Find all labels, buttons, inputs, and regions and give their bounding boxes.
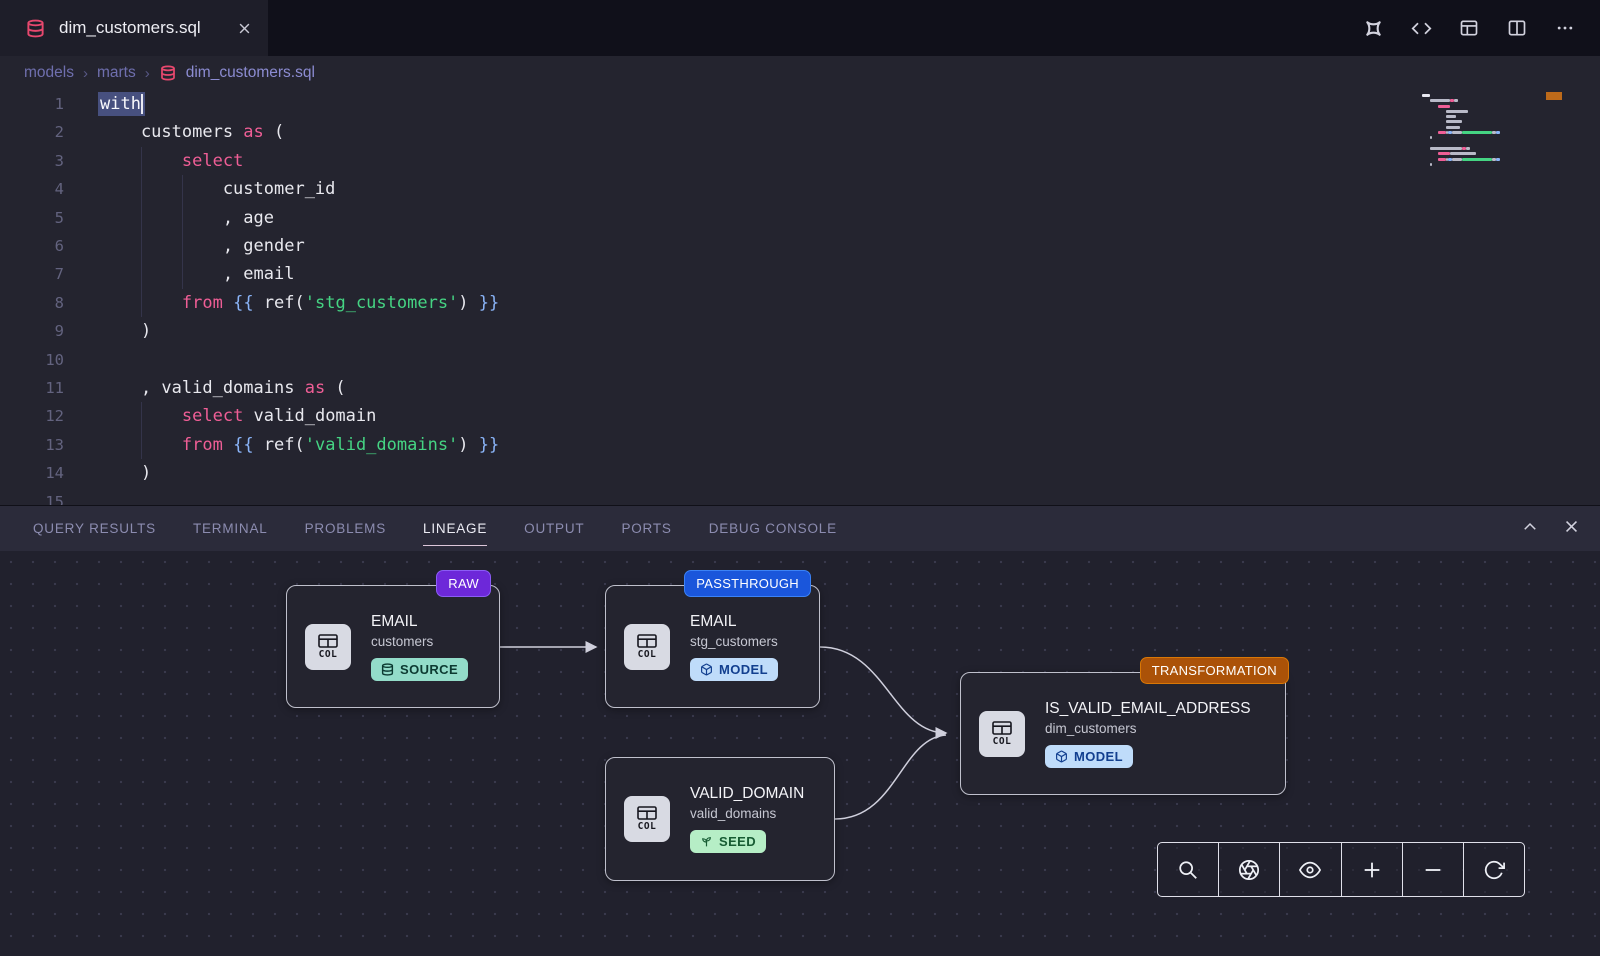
node-badge[interactable]: SEED (690, 830, 766, 853)
column-icon: COL (305, 624, 351, 670)
column-icon: COL (624, 796, 670, 842)
code-editor[interactable]: 123456789101112131415 with customers as … (0, 90, 1600, 505)
lineage-node[interactable]: RAWCOLEMAILcustomersSOURCE (286, 585, 500, 708)
line-number: 10 (0, 346, 64, 374)
code-line: ) (100, 317, 1600, 345)
column-icon: COL (624, 624, 670, 670)
code-line: , gender (100, 232, 1600, 260)
code-line: customers as ( (100, 118, 1600, 146)
breadcrumb: models › marts › dim_customers.sql (0, 56, 1600, 90)
code-line: select valid_domain (100, 402, 1600, 430)
panel-tab-query-results[interactable]: QUERY RESULTS (33, 521, 156, 536)
node-tag: RAW (436, 570, 491, 597)
lineage-node[interactable]: COL VALID_DOMAIN valid_domainsSEED (605, 757, 835, 881)
node-tag: PASSTHROUGH (684, 570, 811, 597)
eye-icon[interactable] (1280, 843, 1341, 896)
panel-tab-lineage[interactable]: LINEAGE (423, 521, 487, 536)
node-tag: TRANSFORMATION (1140, 657, 1289, 684)
node-badge[interactable]: MODEL (1045, 745, 1133, 768)
gutter: 123456789101112131415 (0, 90, 64, 505)
panel-actions (1521, 506, 1580, 552)
database-icon (22, 15, 48, 41)
line-number: 15 (0, 488, 64, 505)
node-subtitle: stg_customers (690, 634, 778, 649)
node-title: EMAIL (371, 613, 468, 631)
minimap[interactable] (1422, 94, 1532, 173)
code-lines[interactable]: with customers as ( select customer_id ,… (100, 90, 1600, 505)
refresh-icon[interactable] (1464, 843, 1524, 896)
panel-tab-ports[interactable]: PORTS (621, 521, 671, 536)
code-line: select (100, 147, 1600, 175)
breadcrumb-item[interactable]: dim_customers.sql (186, 64, 315, 82)
code-line: with (100, 90, 1600, 118)
code-line: ) (100, 459, 1600, 487)
split-editor-icon[interactable] (1504, 15, 1530, 41)
table-icon[interactable] (1456, 15, 1482, 41)
zoom-in-icon[interactable] (1342, 843, 1403, 896)
panel-tab-problems[interactable]: PROBLEMS (305, 521, 386, 536)
panel-tab-terminal[interactable]: TERMINAL (193, 521, 268, 536)
node-title: VALID_DOMAIN (690, 785, 804, 803)
panel-close-icon[interactable] (1563, 518, 1580, 540)
line-number: 2 (0, 118, 64, 146)
more-actions-icon[interactable] (1552, 15, 1578, 41)
editor-tab-bar: dim_customers.sql (0, 0, 1600, 56)
editor-actions (1360, 0, 1600, 56)
panel-tab-output[interactable]: OUTPUT (524, 521, 584, 536)
breadcrumb-item[interactable]: models (24, 64, 74, 82)
lineage-node[interactable]: PASSTHROUGHCOLEMAILstg_customersMODEL (605, 585, 820, 708)
line-number: 11 (0, 374, 64, 402)
breadcrumb-item[interactable]: marts (97, 64, 136, 82)
node-subtitle: dim_customers (1045, 721, 1251, 736)
code-line: , email (100, 260, 1600, 288)
line-number: 14 (0, 459, 64, 487)
line-number: 7 (0, 260, 64, 288)
code-line (100, 487, 1600, 505)
line-number: 8 (0, 289, 64, 317)
editor-tab[interactable]: dim_customers.sql (0, 0, 268, 56)
tab-close-icon[interactable] (237, 21, 252, 36)
database-icon (159, 64, 177, 82)
aperture-icon[interactable] (1219, 843, 1280, 896)
panel-tab-debug-console[interactable]: DEBUG CONSOLE (709, 521, 837, 536)
code-line: from {{ ref('stg_customers') }} (100, 289, 1600, 317)
line-number: 6 (0, 232, 64, 260)
node-badge[interactable]: SOURCE (371, 658, 468, 681)
lineage-node[interactable]: TRANSFORMATIONCOLIS_VALID_EMAIL_ADDRESSd… (960, 672, 1286, 795)
code-line: , age (100, 204, 1600, 232)
line-number: 1 (0, 90, 64, 118)
breadcrumb-separator: › (145, 65, 150, 82)
node-badge[interactable]: MODEL (690, 658, 778, 681)
node-subtitle: customers (371, 634, 468, 649)
dbt-icon[interactable] (1360, 15, 1386, 41)
chevron-up-icon[interactable] (1521, 518, 1539, 541)
zoom-out-icon[interactable] (1403, 843, 1464, 896)
breadcrumb-separator: › (83, 65, 88, 82)
line-number: 13 (0, 431, 64, 459)
node-title: EMAIL (690, 613, 778, 631)
node-subtitle: valid_domains (690, 806, 804, 821)
node-title: IS_VALID_EMAIL_ADDRESS (1045, 700, 1251, 718)
line-number: 9 (0, 317, 64, 345)
line-number: 12 (0, 402, 64, 430)
panel-tab-bar: QUERY RESULTS TERMINAL PROBLEMS LINEAGE OUTP… (0, 505, 1600, 551)
code-line: , valid_domains as ( (100, 374, 1600, 402)
code-icon[interactable] (1408, 15, 1434, 41)
column-icon: COL (979, 711, 1025, 757)
lineage-toolbar (1157, 842, 1525, 897)
code-line (100, 346, 1600, 374)
line-number: 5 (0, 204, 64, 232)
lineage-canvas[interactable]: RAW COL EMAIL customersSOURCE PASSTHROUGH CO… (0, 551, 1600, 956)
line-number: 3 (0, 147, 64, 175)
minimap-marker (1546, 92, 1562, 100)
code-line: customer_id (100, 175, 1600, 203)
code-line: from {{ ref('valid_domains') }} (100, 431, 1600, 459)
search-icon[interactable] (1158, 843, 1219, 896)
line-number: 4 (0, 175, 64, 203)
tab-title: dim_customers.sql (59, 18, 201, 38)
